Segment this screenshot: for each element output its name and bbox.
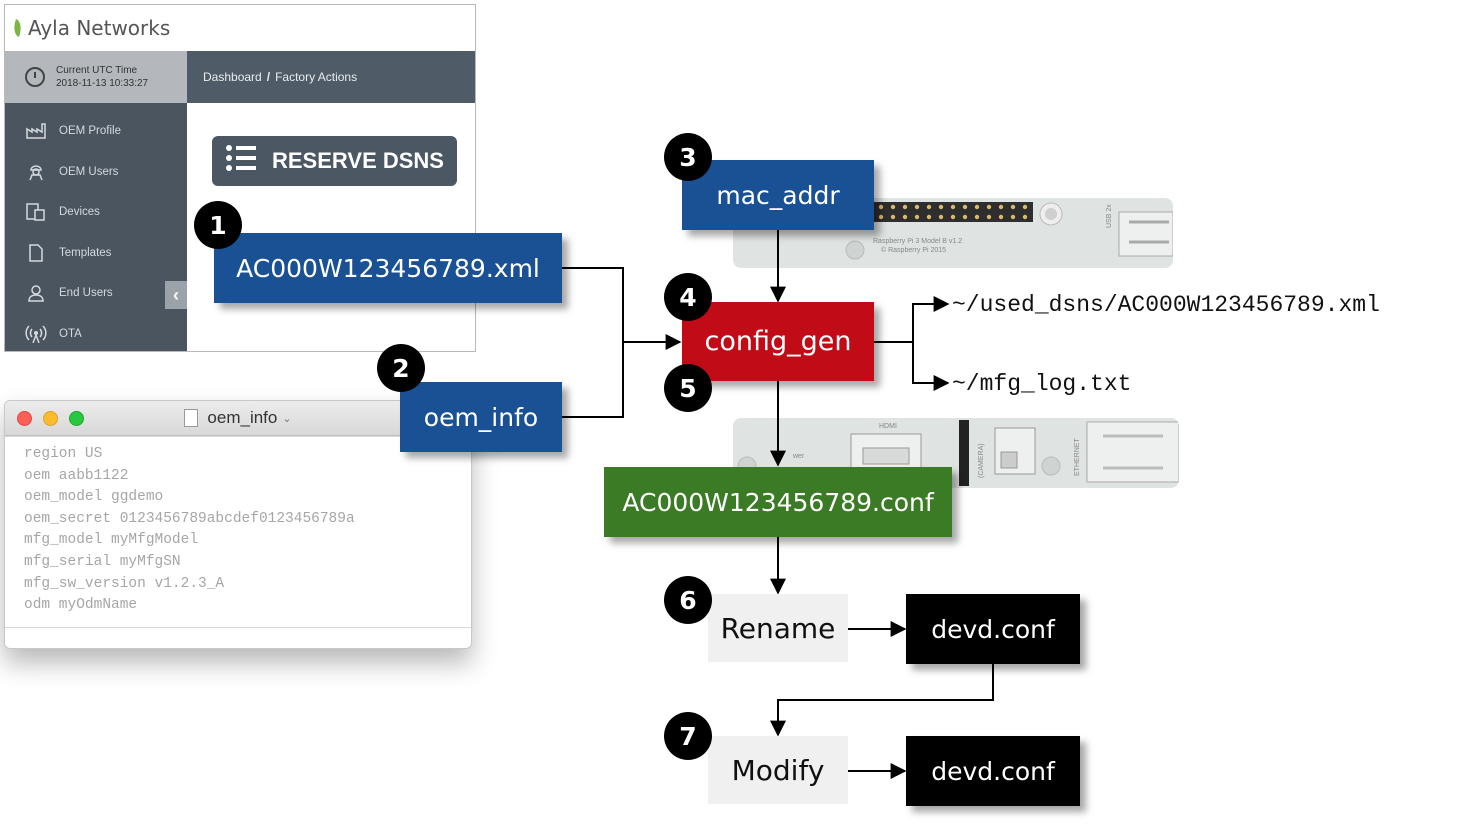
- minimize-window-button[interactable]: [43, 411, 58, 426]
- arrow-devd-to-modify: [770, 664, 994, 737]
- config-gen-label: config_gen: [704, 326, 852, 357]
- text-line: oem_model ggdemo: [24, 489, 164, 506]
- hdmi-label: HDMI: [879, 423, 897, 430]
- arrow-to-used-dsns: [874, 296, 950, 343]
- sidebar-item-devices[interactable]: Devices: [5, 192, 187, 233]
- breadcrumb-separator: /: [266, 70, 271, 84]
- mac-addr-box: mac_addr: [682, 160, 874, 230]
- collapse-sidebar-button[interactable]: ‹: [165, 281, 187, 309]
- reserve-dsns-button[interactable]: RESERVE DSNS: [212, 136, 457, 186]
- sidebar-item-end-users[interactable]: End Users: [5, 273, 187, 314]
- utc-value: 2018-11-13 10:33:27: [56, 78, 149, 89]
- ethernet-label: ETHERNET: [1074, 438, 1081, 476]
- modify-label: Modify: [731, 753, 825, 787]
- ayla-header: Ayla Networks: [5, 5, 475, 51]
- text-line: odm myOdmName: [24, 597, 138, 614]
- ayla-top-bar: Current UTC Time 2018-11-13 10:33:27 Das…: [5, 51, 475, 103]
- utc-label: Current UTC Time: [56, 65, 138, 76]
- devd-conf-box-1: devd.conf: [906, 594, 1080, 664]
- text-line: mfg_model myMfgModel: [24, 532, 199, 549]
- oem-info-box: oem_info: [400, 382, 562, 452]
- rename-step-box: Rename: [708, 594, 848, 662]
- sidebar-item-label: OTA: [59, 327, 82, 340]
- text-line: region US: [24, 446, 103, 462]
- antenna-icon: [25, 325, 47, 343]
- window-title: oem_info: [207, 408, 278, 427]
- oem-info-text[interactable]: region US oem aabb1122 oem_model ggdemo …: [5, 436, 471, 628]
- pi-copyright-label: © Raspberry Pi 2015: [881, 246, 946, 254]
- dsn-xml-box: AC000W123456789.xml: [214, 233, 562, 303]
- conf-file-box: AC000W123456789.conf: [604, 467, 952, 537]
- devd-conf-box-2: devd.conf: [906, 736, 1080, 806]
- sidebar-item-oem-profile[interactable]: OEM Profile: [5, 111, 187, 152]
- sidebar-item-templates[interactable]: Templates: [5, 233, 187, 274]
- document-icon: [25, 244, 47, 262]
- arrow-to-mfg-log: [912, 342, 950, 391]
- chevron-left-icon: ‹: [173, 284, 179, 305]
- step-badge-4: 4: [664, 273, 712, 321]
- dsn-xml-label: AC000W123456789.xml: [236, 253, 540, 283]
- sidebar-item-oem-users[interactable]: OEM Users: [5, 152, 187, 193]
- brand-name: Ayla Networks: [28, 16, 171, 40]
- devd-conf-label-2: devd.conf: [931, 756, 1055, 786]
- step-badge-1: 1: [194, 201, 242, 249]
- devices-icon: [25, 203, 47, 221]
- sidebar-item-label: OEM Profile: [59, 125, 121, 138]
- step-badge-7: 7: [664, 712, 712, 760]
- used-dsns-output: ~/used_dsns/AC000W123456789.xml: [952, 292, 1380, 318]
- devd-conf-label-1: devd.conf: [931, 614, 1055, 644]
- conf-file-label: AC000W123456789.conf: [622, 487, 934, 517]
- usb-label: USB 2x: [1106, 204, 1113, 228]
- user-hardhat-icon: [25, 163, 47, 181]
- user-icon: [25, 284, 47, 302]
- mac-addr-label: mac_addr: [716, 180, 840, 210]
- close-window-button[interactable]: [17, 411, 32, 426]
- text-line: oem aabb1122: [24, 467, 129, 484]
- breadcrumb-dashboard[interactable]: Dashboard: [203, 70, 262, 84]
- reserve-dsns-label: RESERVE DSNS: [272, 148, 444, 173]
- config-gen-box: config_gen: [682, 302, 874, 381]
- sidebar-item-label: End Users: [59, 287, 113, 300]
- breadcrumb-current: Factory Actions: [275, 70, 358, 84]
- camera-label: (CAMERA): [978, 443, 985, 478]
- connector-inputs-bracket: [562, 267, 624, 418]
- raspberry-pi-board-top: Raspberry Pi 3 Model B v1.2 © Raspberry …: [733, 198, 1173, 268]
- step-badge-2: 2: [377, 344, 425, 392]
- zoom-window-button[interactable]: [69, 411, 84, 426]
- mfg-log-output: ~/mfg_log.txt: [952, 371, 1132, 397]
- document-icon: [184, 409, 199, 427]
- ayla-dashboard-window: Ayla Networks Current UTC Time 2018-11-1…: [4, 4, 476, 352]
- oem-info-window: oem_info ⌄ region US oem aabb1122 oem_mo…: [4, 400, 472, 649]
- rename-label: Rename: [720, 611, 836, 645]
- sidebar-item-label: Devices: [59, 206, 100, 219]
- chevron-down-icon[interactable]: ⌄: [282, 412, 292, 425]
- window-title-bar: oem_info ⌄: [5, 401, 471, 436]
- text-line: mfg_sw_version v1.2.3_A: [24, 575, 225, 592]
- factory-icon: [25, 122, 47, 140]
- list-icon: [226, 145, 258, 177]
- pi-model-label: Raspberry Pi 3 Model B v1.2: [873, 238, 962, 245]
- modify-step-box: Modify: [708, 736, 848, 804]
- sidebar-item-label: Templates: [59, 246, 112, 259]
- step-badge-6: 6: [664, 576, 712, 624]
- text-line: mfg_serial myMfgSN: [24, 553, 181, 570]
- clock-icon: [25, 67, 45, 87]
- sidebar-item-ota[interactable]: OTA: [5, 314, 187, 352]
- text-line: oem_secret 0123456789abcdef0123456789a: [24, 510, 355, 527]
- utc-time-panel: Current UTC Time 2018-11-13 10:33:27: [5, 51, 187, 103]
- sidebar: OEM Profile OEM Users Devices Templates …: [5, 103, 187, 351]
- step-badge-5: 5: [664, 364, 712, 412]
- power-label: wer: [792, 453, 805, 460]
- step-badge-3: 3: [664, 133, 712, 181]
- sidebar-item-label: OEM Users: [59, 165, 119, 178]
- oem-info-label: oem_info: [423, 402, 539, 432]
- breadcrumb: Dashboard / Factory Actions: [187, 51, 475, 103]
